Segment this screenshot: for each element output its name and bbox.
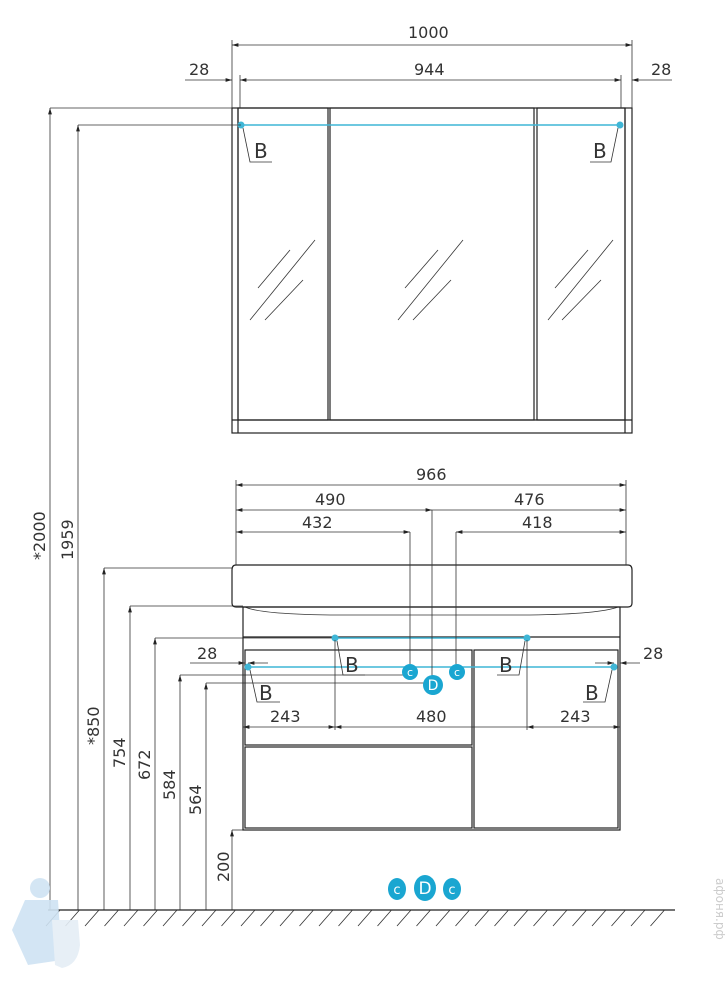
watermark: афоня.рф (713, 878, 727, 940)
plumber-mascot-icon (12, 878, 80, 968)
floor-hatch (84, 909, 100, 927)
dim-1959: 1959 (58, 519, 77, 560)
point-d (423, 675, 443, 695)
point-c (449, 664, 465, 680)
floor-hatch (240, 909, 256, 927)
floor-hatch (104, 909, 119, 927)
vanity-unit: B B B B c c D (231, 510, 633, 831)
dim-243-left: 243 (270, 707, 301, 726)
dim-944: 944 (414, 60, 445, 79)
label-b-right: B (593, 139, 607, 163)
floor-hatch (611, 909, 626, 927)
mirror-glare-icon (249, 239, 614, 321)
floor-hatch (474, 909, 490, 927)
dim-476: 476 (514, 490, 545, 509)
dim-754: 754 (110, 737, 129, 768)
mirror-dimensions: 1000 944 28 28 (185, 23, 672, 108)
dim-564: 564 (186, 784, 205, 815)
floor-hatch (279, 909, 295, 927)
dim-200: 200 (214, 851, 233, 882)
floor-hatch (318, 909, 334, 927)
floor-hatch (201, 909, 217, 927)
floor-hatch (552, 909, 568, 927)
c-label: c (454, 666, 460, 679)
floor-hatch (591, 909, 607, 927)
dim-418: 418 (522, 513, 553, 532)
dim-490: 490 (315, 490, 346, 509)
dim-672: 672 (135, 749, 154, 780)
floor-hatch (299, 909, 314, 927)
floor-hatch (338, 909, 353, 927)
dim-2000: *2000 (30, 511, 49, 560)
connection-legend: c D c (388, 875, 461, 901)
label-b: B (499, 653, 513, 677)
vanity-dimensions: 966 490 476 432 418 28 28 243 480 243 (190, 465, 663, 730)
floor-hatch (572, 909, 587, 927)
floor-hatch (416, 909, 431, 927)
dim-480: 480 (416, 707, 447, 726)
floor (45, 909, 675, 927)
dim-28-right: 28 (643, 644, 663, 663)
height-dimensions: *2000 1959 *850 754 672 584 564 200 (30, 107, 425, 910)
dim-28-left: 28 (197, 644, 217, 663)
dim-966: 966 (416, 465, 447, 484)
floor-hatch (513, 909, 529, 927)
dim-850: *850 (84, 706, 103, 745)
legend-c: c (393, 883, 400, 898)
label-b-left: B (254, 139, 268, 163)
floor-hatch (455, 909, 470, 927)
label-b: B (259, 681, 273, 705)
dim-584: 584 (160, 769, 179, 800)
floor-hatch (494, 909, 509, 927)
floor-hatch (357, 909, 373, 927)
floor-hatch (396, 909, 412, 927)
floor-hatch (182, 909, 197, 927)
dim-28-right: 28 (651, 60, 671, 79)
c-label: c (407, 666, 413, 679)
mirror-cabinet: B B (231, 107, 633, 434)
floor-hatch (162, 909, 178, 927)
label-b: B (585, 681, 599, 705)
legend-c: c (448, 883, 455, 898)
dim-28-left: 28 (189, 60, 209, 79)
floor-hatch (650, 909, 665, 927)
floor-hatch (143, 909, 158, 927)
dim-1000: 1000 (408, 23, 449, 42)
floor-hatch (377, 909, 392, 927)
floor-hatch (630, 909, 646, 927)
d-label: D (428, 678, 439, 694)
floor-hatch (435, 909, 451, 927)
legend-d: D (418, 879, 431, 899)
dim-432: 432 (302, 513, 333, 532)
point-c (402, 664, 418, 680)
dim-243-right: 243 (560, 707, 591, 726)
floor-hatch (221, 909, 236, 927)
floor-hatch (533, 909, 548, 927)
label-b: B (345, 653, 359, 677)
floor-hatch (123, 909, 139, 927)
floor-hatch (260, 909, 275, 927)
